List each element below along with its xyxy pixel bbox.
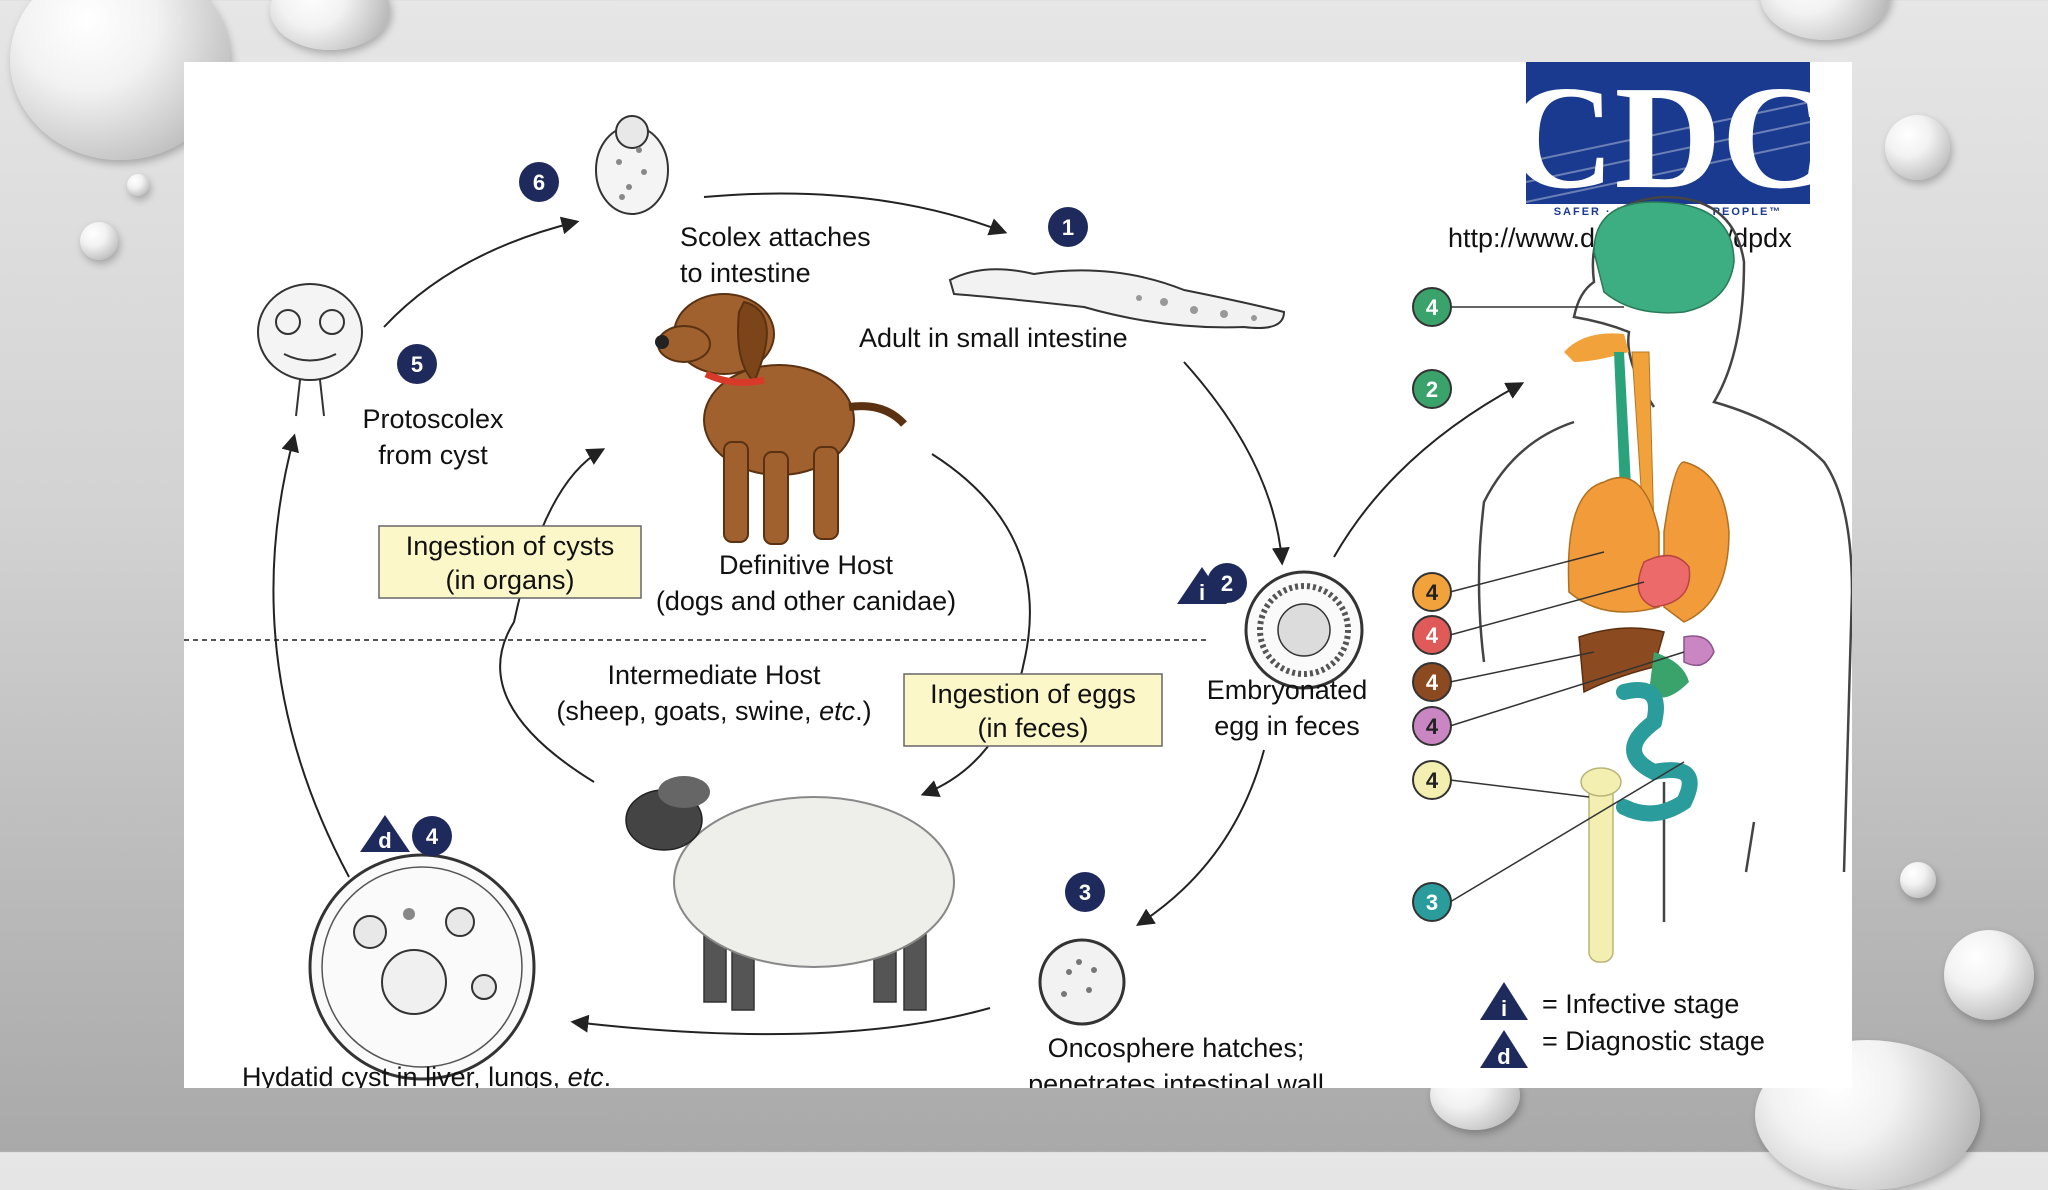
ingestion-of-cysts-box: Ingestion of cysts (in organs) [378, 525, 642, 599]
svg-text:4: 4 [1426, 714, 1439, 739]
arrow-4-to-5 [272, 433, 350, 878]
legend-diagnostic-marker: d [1480, 1030, 1528, 1069]
adult-worm-illustration [948, 268, 1286, 329]
svg-text:5: 5 [411, 352, 423, 377]
stage-1-label: Adult in small intestine [859, 323, 1128, 353]
ingestion-cysts-line2: (in organs) [445, 565, 574, 595]
svg-text:d: d [1497, 1044, 1510, 1069]
stage-3-marker: 3 [1065, 872, 1105, 912]
svg-text:4: 4 [1426, 295, 1439, 320]
stage-4-label: Hydatid cyst in liver, lungs, etc. [242, 1062, 611, 1088]
arrow-egg-to-human [1333, 382, 1525, 558]
scolex-illustration [595, 115, 669, 215]
svg-text:d: d [378, 828, 391, 853]
stage-6-label-line1: Scolex attaches [680, 222, 871, 252]
arrow-6-to-1 [703, 192, 1008, 236]
stage-3-label-line1: Oncosphere hatches; [1048, 1033, 1305, 1063]
svg-text:i: i [1199, 580, 1205, 605]
arrow-5-to-6 [383, 216, 580, 328]
intermediate-host-label-line2: (sheep, goats, swine, etc.) [556, 696, 871, 726]
stage-2-marker: 2 [1207, 563, 1247, 603]
definitive-host-label-line1: Definitive Host [719, 550, 894, 580]
svg-text:4: 4 [1426, 768, 1439, 793]
definitive-host-label-line2: (dogs and other canidae) [656, 586, 956, 616]
svg-text:1: 1 [1062, 215, 1074, 240]
water-drop-decoration [1944, 930, 2034, 1020]
stage-3-label-line2: penetrates intestinal wall [1028, 1069, 1324, 1088]
legend-infective-label: = Infective stage [1542, 989, 1739, 1019]
arrow-2-to-3 [1135, 749, 1265, 926]
body-marker-brain: 4 [1412, 287, 1452, 327]
water-drop-decoration [1900, 862, 1936, 898]
svg-text:2: 2 [1221, 571, 1233, 596]
cdc-logo-text: CDC [1508, 62, 1829, 220]
sheep-illustration [625, 776, 955, 1011]
echinococcus-life-cycle-diagram: CDC SAFER · HEALTHIER · PEOPLE™ http://w… [184, 62, 1852, 1088]
embryonated-egg-illustration [1244, 570, 1364, 690]
protoscolex-illustration [257, 283, 363, 417]
ingestion-eggs-line2: (in feces) [977, 713, 1088, 743]
water-drop-decoration [1760, 0, 1890, 40]
life-cycle-panel: CDC SAFER · HEALTHIER · PEOPLE™ http://w… [184, 62, 1852, 1088]
stage-5-marker: 5 [397, 344, 437, 384]
body-marker-liver: 4 [1412, 662, 1452, 702]
arrow-eggs-to-sheep [920, 453, 1031, 797]
water-drop-decoration [80, 222, 118, 260]
body-marker-mouth: 2 [1412, 369, 1452, 409]
legend-infective-marker: i [1480, 982, 1528, 1021]
legend: i = Infective stage d = Diagnostic stage [1480, 982, 1765, 1069]
water-drop-decoration [127, 174, 149, 196]
diagnostic-stage-marker: d [360, 815, 410, 853]
stage-6-marker: 6 [519, 162, 559, 202]
arrow-1-to-2 [1183, 361, 1290, 566]
body-marker-lungs: 4 [1412, 572, 1452, 612]
ingestion-cysts-line1: Ingestion of cysts [406, 531, 615, 561]
intermediate-host-label-line1: Intermediate Host [607, 660, 821, 690]
stage-4-marker: 4 [412, 816, 452, 856]
body-marker-bone: 4 [1412, 760, 1452, 800]
svg-text:4: 4 [1426, 580, 1439, 605]
svg-text:4: 4 [426, 824, 439, 849]
dog-illustration [655, 293, 907, 545]
svg-text:i: i [1501, 996, 1507, 1021]
water-drop-decoration [1885, 115, 1950, 180]
arrow-cysts-to-dog [499, 448, 606, 783]
human-body-illustration [1477, 195, 1852, 963]
ingestion-eggs-line1: Ingestion of eggs [930, 679, 1136, 709]
water-drop-decoration [270, 0, 390, 50]
cdc-logo: CDC SAFER · HEALTHIER · PEOPLE™ [1508, 62, 1829, 220]
stage-2-label-line1: Embryonated [1207, 675, 1368, 705]
stage-5-label-line2: from cyst [378, 440, 488, 470]
stage-1-marker: 1 [1048, 207, 1088, 247]
svg-text:2: 2 [1426, 377, 1438, 402]
legend-diagnostic-label: = Diagnostic stage [1542, 1026, 1765, 1056]
hydatid-cyst-illustration [308, 853, 536, 1081]
svg-text:3: 3 [1079, 880, 1091, 905]
stage-6-label-line2: to intestine [680, 258, 811, 288]
body-marker-heart: 4 [1412, 615, 1452, 655]
ingestion-of-eggs-box: Ingestion of eggs (in feces) [903, 673, 1163, 747]
body-marker-spleen: 4 [1412, 706, 1452, 746]
stage-5-label-line1: Protoscolex [362, 404, 504, 434]
body-marker-intestine: 3 [1412, 882, 1452, 922]
oncosphere-illustration [1038, 938, 1126, 1026]
svg-text:4: 4 [1426, 623, 1439, 648]
svg-text:6: 6 [533, 170, 545, 195]
arrow-3-to-4 [570, 1007, 991, 1036]
stage-2-label-line2: egg in feces [1214, 711, 1360, 741]
svg-text:3: 3 [1426, 890, 1438, 915]
svg-text:4: 4 [1426, 670, 1439, 695]
